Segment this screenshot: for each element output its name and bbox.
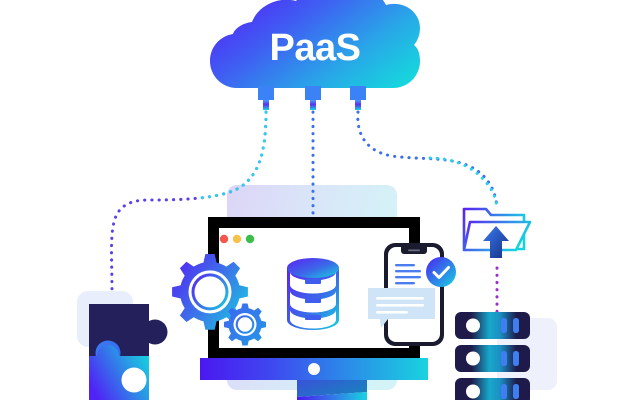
puzzle-piece: [89, 304, 168, 400]
server-unit-3: [455, 378, 530, 400]
path-cloud-to-monitor-accent: [196, 110, 268, 200]
server-unit-1: [455, 312, 530, 339]
connection-paths: [110, 110, 499, 314]
paas-cloud: PaaS: [210, 0, 420, 88]
connector-plug-2: [305, 86, 321, 110]
chat-bubble: [368, 288, 435, 328]
monitor-base-dot: [308, 363, 320, 375]
path-cloud-to-puzzle-upper: [110, 110, 268, 294]
puzzle-notch-white: [121, 367, 147, 393]
gear-small: [224, 303, 266, 346]
window-traffic-lights: [219, 234, 255, 244]
monitor-neck-upper: [297, 380, 367, 397]
upload-arrow-icon: [483, 226, 509, 258]
server-rack: [455, 312, 530, 400]
database-led-1: [305, 279, 321, 284]
upload-folder: [462, 207, 532, 258]
cloud-connector-plugs: [258, 86, 366, 110]
database-led-2: [305, 298, 321, 303]
puzzle-knob-right: [142, 319, 168, 345]
settings-gears: [172, 254, 266, 346]
mobile-phone: [368, 243, 456, 346]
monitor-neck-lower: [297, 392, 367, 400]
connector-plug-1: [258, 86, 274, 110]
phone-screen-lines: [395, 264, 421, 285]
cloud-label: PaaS: [270, 27, 361, 69]
database-led-3: [305, 315, 321, 320]
database-cylinder: [287, 258, 339, 330]
check-badge: [426, 257, 456, 287]
check-mark-icon: [432, 266, 450, 279]
server-unit-2: [455, 345, 530, 372]
path-cloud-to-folder-accent: [428, 156, 499, 210]
connector-plug-3: [350, 86, 366, 110]
